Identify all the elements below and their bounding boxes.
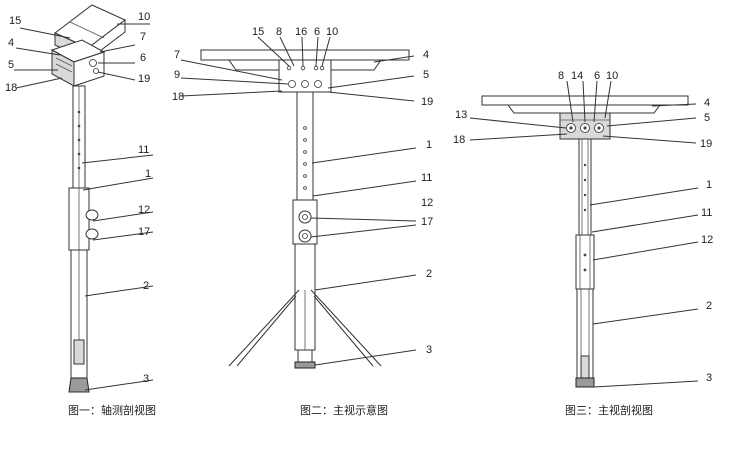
fig3-label-18: 18 — [453, 134, 465, 146]
inner-rod — [73, 339, 85, 365]
fig3-label-3: 3 — [706, 372, 712, 384]
fig3-label-5: 5 — [704, 112, 710, 124]
upper-tube-1 — [296, 91, 314, 201]
fig3-label-4: 4 — [704, 97, 710, 109]
fig2-label-9: 9 — [174, 69, 180, 81]
fig1-label-10: 10 — [138, 11, 150, 23]
fig2-label-12: 12 — [421, 197, 433, 209]
fig1-label-12: 12 — [138, 204, 150, 216]
bolt-8 — [301, 80, 309, 88]
fig3-label-19: 19 — [700, 138, 712, 150]
tripod-leg-right — [310, 289, 382, 367]
knob-17 — [85, 228, 99, 240]
clamp-bolt-19 — [93, 68, 99, 74]
clamp-side — [73, 51, 105, 87]
fig2-label-6: 6 — [314, 26, 320, 38]
sleeve-12 — [575, 234, 595, 290]
fig2-label-10: 10 — [326, 26, 338, 38]
bolt-6 — [314, 80, 322, 88]
fig3-label-6: 6 — [594, 70, 600, 82]
fig1-caption: 图一：轴测剖视图 — [68, 403, 156, 417]
fig2-label-7: 7 — [174, 49, 180, 61]
fig1-label-4: 4 — [8, 37, 14, 49]
foot-3 — [294, 361, 316, 369]
foot-3 — [575, 377, 595, 388]
fig1-label-2: 2 — [143, 280, 149, 292]
top-plate-4 — [481, 95, 689, 106]
fig1-label-1: 1 — [145, 168, 151, 180]
fig1-label-19: 19 — [138, 73, 150, 85]
clamp-bolt-6 — [89, 59, 97, 67]
fig1-label-6: 6 — [140, 52, 146, 64]
fig1-label-5: 5 — [8, 59, 14, 71]
fig2-label-16: 16 — [295, 26, 307, 38]
fig2-label-2: 2 — [426, 268, 432, 280]
inner-rod — [580, 355, 590, 379]
fig1-label-15: 15 — [9, 15, 21, 27]
bolt-9 — [288, 80, 296, 88]
fig2-label-4: 4 — [423, 49, 429, 61]
fig1-label-17: 17 — [138, 226, 150, 238]
fig3-label-2: 2 — [706, 300, 712, 312]
fig3-label-12: 12 — [701, 234, 713, 246]
fig2-label-11: 11 — [421, 172, 432, 184]
fig1-label-18: 18 — [5, 82, 17, 94]
fig2-label-18: 18 — [172, 91, 184, 103]
fig3-caption: 图三：主视剖视图 — [565, 403, 653, 417]
tripod-leg-left — [228, 289, 300, 367]
fig1-label-7: 7 — [140, 31, 146, 43]
upper-tube-1 — [578, 138, 592, 236]
fig3-label-10: 10 — [606, 70, 618, 82]
fig1-label-11: 11 — [138, 144, 149, 156]
top-plate-4 — [200, 49, 410, 61]
fig3-label-13: 13 — [455, 109, 467, 121]
fig2-label-15: 15 — [252, 26, 264, 38]
fig3-label-1: 1 — [706, 179, 712, 191]
inner-rod — [297, 349, 313, 363]
fig2-label-5: 5 — [423, 69, 429, 81]
figure-2-front-view: 15 8 16 6 10 7 4 9 5 18 19 1 11 12 17 2 … — [172, 26, 433, 417]
fig2-label-8: 8 — [276, 26, 282, 38]
knob-12 — [85, 209, 99, 221]
fig3-label-8: 8 — [558, 70, 564, 82]
figure-3-front-section: 8 14 6 10 4 13 5 18 19 1 11 12 2 3 图三：主视… — [453, 70, 713, 417]
fig1-label-3: 3 — [143, 373, 149, 385]
fig2-label-3: 3 — [426, 344, 432, 356]
fig2-label-19: 19 — [421, 96, 433, 108]
fig2-label-17: 17 — [421, 216, 433, 228]
fig3-label-14: 14 — [571, 70, 583, 82]
fig2-label-1: 1 — [426, 139, 432, 151]
fig2-caption: 图二：主视示意图 — [300, 403, 388, 417]
figure-1-isometric: 15 10 4 7 5 6 19 18 11 1 12 17 2 3 图一：轴测… — [5, 4, 156, 417]
fig3-label-11: 11 — [701, 207, 712, 219]
